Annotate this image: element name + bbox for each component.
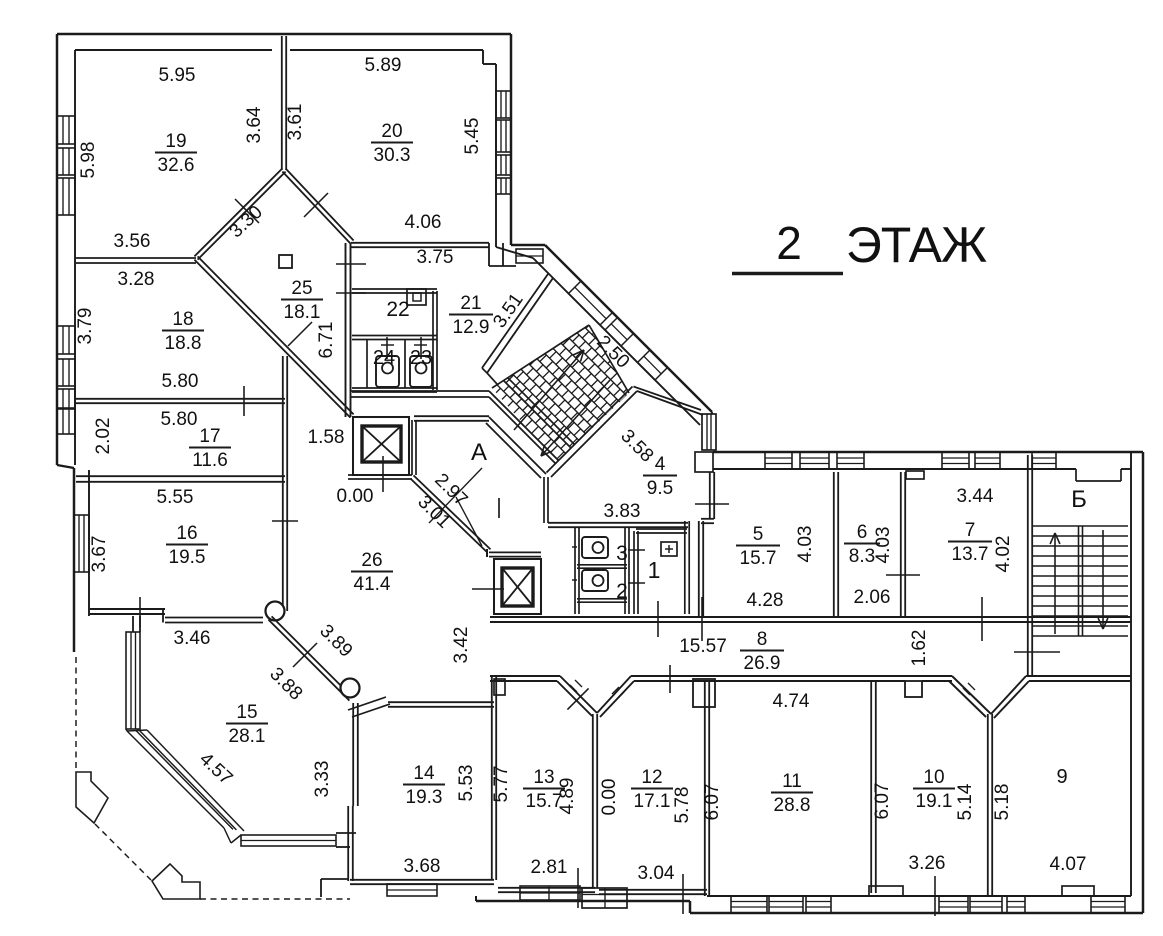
svg-text:8: 8 [757, 629, 768, 650]
svg-text:3.44: 3.44 [957, 486, 994, 507]
svg-text:3.68: 3.68 [404, 856, 441, 877]
svg-text:12: 12 [641, 767, 662, 788]
svg-text:5.95: 5.95 [159, 65, 196, 86]
svg-text:3: 3 [616, 542, 628, 565]
svg-text:32.6: 32.6 [158, 155, 195, 176]
svg-text:6.71: 6.71 [316, 322, 337, 359]
svg-text:3.67: 3.67 [89, 536, 110, 573]
svg-text:28.8: 28.8 [774, 795, 811, 816]
svg-text:23: 23 [410, 347, 432, 369]
svg-text:11.6: 11.6 [192, 450, 228, 471]
svg-text:3.28: 3.28 [118, 269, 155, 290]
svg-text:22: 22 [386, 298, 409, 321]
svg-text:3.42: 3.42 [451, 627, 472, 664]
svg-text:1: 1 [648, 557, 661, 583]
svg-text:5.18: 5.18 [992, 784, 1013, 821]
svg-text:5.53: 5.53 [456, 765, 477, 802]
svg-text:28.1: 28.1 [229, 726, 266, 747]
svg-text:17.1: 17.1 [634, 791, 671, 812]
svg-text:4.03: 4.03 [873, 527, 894, 564]
svg-text:2.06: 2.06 [854, 587, 891, 608]
svg-text:6.07: 6.07 [702, 784, 723, 821]
svg-text:5.45: 5.45 [462, 118, 483, 155]
svg-text:9.5: 9.5 [647, 478, 673, 499]
svg-text:15.7: 15.7 [740, 548, 777, 569]
svg-text:4.02: 4.02 [993, 536, 1014, 573]
svg-text:15.7: 15.7 [526, 791, 563, 812]
svg-text:4: 4 [655, 454, 666, 475]
svg-text:3.75: 3.75 [417, 247, 454, 268]
svg-text:6: 6 [857, 522, 868, 543]
svg-text:3.46: 3.46 [174, 628, 211, 649]
svg-text:15: 15 [236, 702, 257, 723]
svg-text:5.80: 5.80 [161, 409, 198, 430]
svg-text:4.03: 4.03 [795, 526, 816, 563]
svg-text:19.1: 19.1 [916, 791, 953, 812]
svg-text:12.9: 12.9 [453, 317, 490, 338]
svg-text:2.81: 2.81 [531, 857, 568, 878]
svg-text:15.57: 15.57 [679, 636, 727, 657]
svg-text:9: 9 [1056, 766, 1067, 788]
svg-text:14: 14 [413, 763, 435, 784]
svg-text:24: 24 [373, 347, 395, 369]
svg-text:3.33: 3.33 [312, 761, 333, 798]
svg-text:3.26: 3.26 [909, 853, 946, 874]
svg-text:4.89: 4.89 [557, 778, 578, 815]
svg-text:18.8: 18.8 [165, 333, 202, 354]
svg-text:5.89: 5.89 [365, 55, 402, 76]
svg-text:8.3: 8.3 [849, 546, 875, 567]
svg-text:5.98: 5.98 [78, 142, 99, 179]
svg-text:0.00: 0.00 [337, 486, 374, 507]
svg-text:0.00: 0.00 [599, 779, 620, 816]
svg-text:26.9: 26.9 [744, 653, 781, 674]
svg-text:21: 21 [460, 293, 481, 314]
svg-text:5.77: 5.77 [491, 766, 512, 803]
svg-text:5.55: 5.55 [157, 487, 194, 508]
svg-text:41.4: 41.4 [354, 574, 391, 595]
svg-text:13.7: 13.7 [952, 544, 989, 565]
svg-text:25: 25 [291, 278, 312, 299]
svg-text:2.02: 2.02 [93, 418, 114, 455]
svg-text:3.79: 3.79 [75, 308, 96, 345]
svg-text:6.07: 6.07 [872, 783, 893, 820]
svg-text:3.56: 3.56 [114, 231, 151, 252]
svg-text:3.64: 3.64 [244, 106, 265, 143]
svg-text:10: 10 [923, 767, 944, 788]
svg-text:20: 20 [381, 121, 402, 142]
svg-text:4.07: 4.07 [1050, 854, 1087, 875]
svg-text:1.62: 1.62 [909, 630, 930, 667]
svg-text:19.3: 19.3 [406, 787, 443, 808]
svg-text:19: 19 [165, 131, 186, 152]
svg-text:A: A [471, 439, 487, 466]
svg-text:2: 2 [616, 580, 628, 603]
svg-text:11: 11 [782, 771, 802, 792]
svg-text:5.14: 5.14 [955, 783, 976, 820]
svg-text:2: 2 [776, 217, 802, 269]
svg-text:30.3: 30.3 [374, 145, 411, 166]
svg-text:18: 18 [172, 309, 193, 330]
svg-text:3.61: 3.61 [285, 104, 306, 141]
svg-text:16: 16 [176, 523, 197, 544]
svg-text:5.80: 5.80 [162, 371, 199, 392]
svg-text:4.28: 4.28 [747, 590, 784, 611]
svg-text:Б: Б [1071, 486, 1087, 513]
svg-text:19.5: 19.5 [169, 547, 206, 568]
svg-text:1.58: 1.58 [308, 427, 345, 448]
svg-text:4.74: 4.74 [773, 691, 810, 712]
svg-text:5.78: 5.78 [672, 787, 693, 824]
svg-text:18.1: 18.1 [284, 302, 321, 323]
svg-text:26: 26 [361, 550, 382, 571]
svg-text:ЭТАЖ: ЭТАЖ [846, 217, 987, 273]
svg-text:3.83: 3.83 [604, 501, 641, 522]
svg-text:17: 17 [199, 426, 220, 447]
svg-text:5: 5 [753, 524, 764, 545]
svg-text:3.04: 3.04 [638, 863, 675, 884]
svg-text:13: 13 [533, 767, 554, 788]
svg-text:7: 7 [965, 520, 976, 541]
svg-text:4.06: 4.06 [405, 212, 442, 233]
